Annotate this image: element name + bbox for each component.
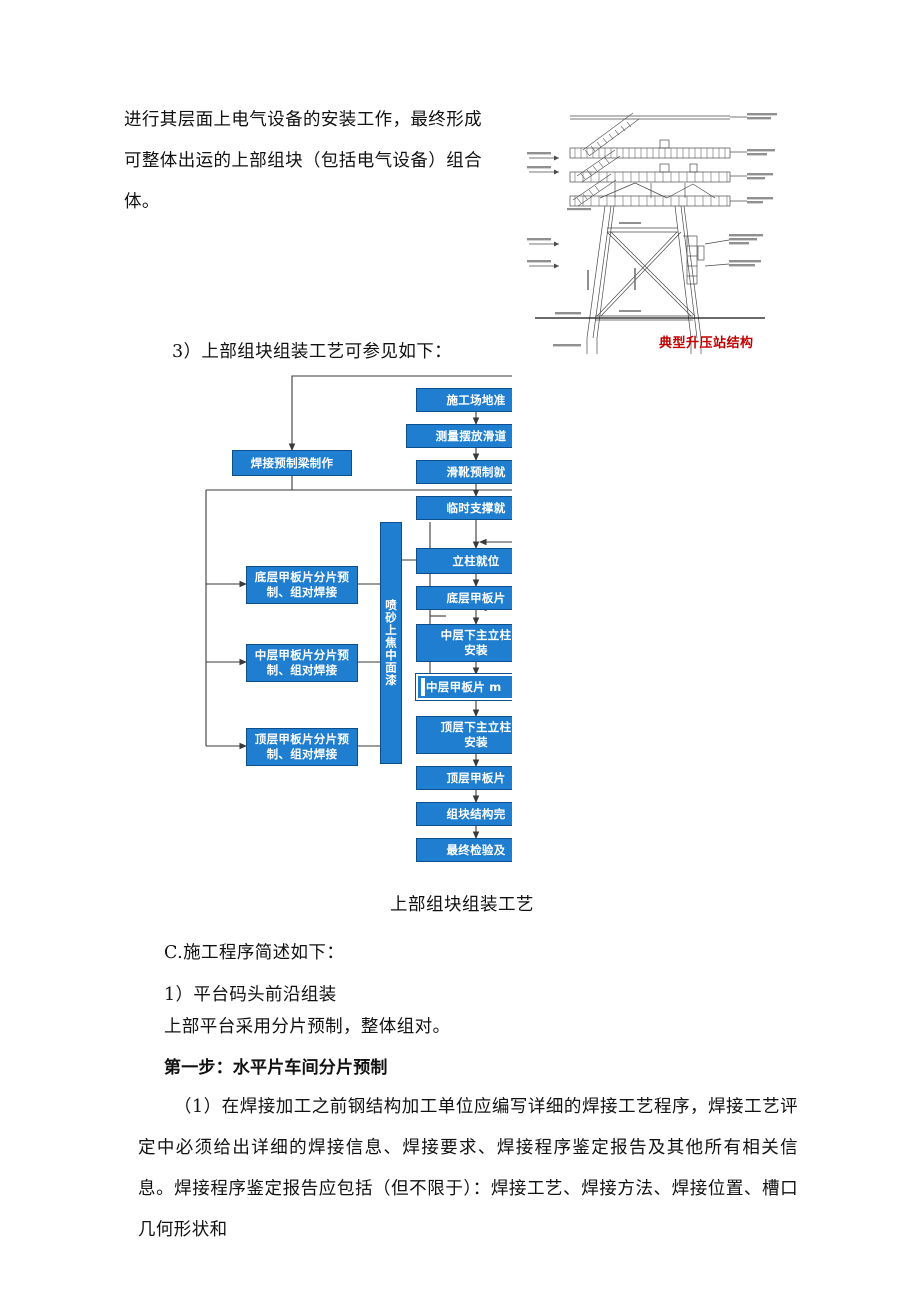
flow-box-middle-deck-panel[interactable]: 中层甲板片分片预 制、组对焊接 bbox=[246, 644, 358, 682]
flow-box-top-deck-panel[interactable]: 顶层甲板片分片预 制、组对焊接 bbox=[246, 728, 358, 766]
drawing-svg bbox=[527, 112, 777, 354]
flowchart-caption: 上部组块组装工艺 bbox=[390, 895, 534, 915]
flow-box-column-positioning[interactable]: 立柱就位 bbox=[416, 548, 512, 574]
paragraph-intro: 进行其层面上电气设备的安装工作，最终形成 可整体出运的上部组块（包括电气设备）组… bbox=[124, 110, 482, 212]
flow-box-top-lower-column-install[interactable]: 顶层下主立柱 安装 bbox=[416, 716, 512, 754]
flow-box-skid-shoe-prefab[interactable]: 滑靴预制就 bbox=[416, 460, 512, 484]
paragraph-upper-platform: 上部平台采用分片预制，整体组对。 bbox=[164, 1017, 451, 1037]
flow-box-module-structure-complete[interactable]: 组块结构完 bbox=[416, 802, 512, 826]
flow-box-prefab-beam[interactable]: 焊接预制梁制作 bbox=[232, 450, 352, 476]
substation-structure-drawing: 典型升压站结构 bbox=[515, 88, 787, 360]
flow-box-middle-deck-install-selected[interactable]: 中层甲板片 m bbox=[415, 673, 512, 701]
paragraph-step1-heading: 第一步：水平片车间分片预制 bbox=[164, 1058, 388, 1078]
paragraph-item-1: 1）平台码头前沿组装 bbox=[164, 985, 337, 1005]
text-cursor bbox=[421, 678, 425, 696]
paragraph-item-3: 3）上部组块组装工艺可参见如下： bbox=[172, 342, 453, 362]
flow-box-middle-lower-column-install[interactable]: 中层下主立柱 安装 bbox=[416, 624, 512, 662]
flow-box-selected-label: 中层甲板片 m bbox=[426, 679, 502, 694]
flow-box-site-preparation[interactable]: 施工场地准 bbox=[416, 388, 512, 412]
flow-box-skidway-measure[interactable]: 测量摆放滑道 bbox=[406, 424, 512, 448]
flow-bar-blasting-painting[interactable]: 喷砂上焦中面漆 bbox=[380, 522, 402, 764]
flow-box-top-deck-install[interactable]: 顶层甲板片 bbox=[416, 766, 512, 790]
flow-box-final-inspection[interactable]: 最终检验及 bbox=[416, 838, 512, 862]
flow-box-bottom-deck-panel[interactable]: 底层甲板片分片预 制、组对焊接 bbox=[246, 566, 358, 604]
paragraph-item-C: C.施工程序简述如下： bbox=[164, 943, 345, 963]
flow-box-bottom-deck-install[interactable]: 底层甲板片 bbox=[416, 586, 512, 610]
paragraph-clause-1: （1）在焊接加工之前钢结构加工单位应编写详细的焊接工艺程序，焊接工艺评定中必须给… bbox=[138, 1097, 798, 1240]
flow-box-temp-support[interactable]: 临时支撑就 bbox=[416, 496, 512, 520]
drawing-caption-label: 典型升压站结构 bbox=[659, 336, 754, 351]
assembly-process-flowchart: 焊接预制梁制作 底层甲板片分片预 制、组对焊接 中层甲板片分片预 制、组对焊接 … bbox=[190, 372, 512, 877]
